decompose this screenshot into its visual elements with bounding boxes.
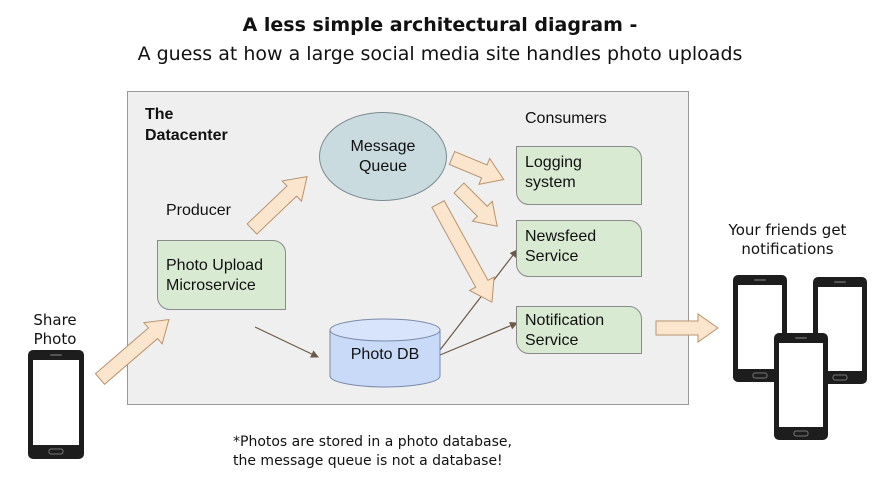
message-queue-line2: Queue (358, 157, 408, 175)
notification-line2: Service (525, 332, 579, 349)
queue-to-notification-arrow (431, 199, 495, 303)
message-queue-line1: Message (350, 137, 416, 155)
notification-to-friends-arrow (655, 313, 719, 343)
footnote-line1: *Photos are stored in a photo database, (233, 434, 512, 450)
logging-line1: Logging (525, 154, 582, 171)
newsfeed-service-node: Newsfeed Service (516, 220, 642, 277)
friend-phone-icon (733, 275, 787, 382)
friends-line2: notifications (741, 240, 834, 258)
queue-to-newsfeed-arrow (453, 182, 498, 227)
photo-upload-microservice-node: Photo Upload Microservice (157, 240, 286, 310)
upload-to-queue-arrow (246, 175, 308, 235)
datacenter-label: The Datacenter (145, 104, 228, 146)
share-to-upload-arrow (94, 318, 170, 386)
db-to-notification-line (439, 321, 518, 356)
photo-upload-line2: Microservice (166, 277, 256, 294)
logging-line2: system (525, 174, 576, 191)
db-to-newsfeed-line (439, 249, 518, 351)
photo-db-cylinder (329, 318, 441, 388)
friend-phone-icon (774, 333, 828, 440)
queue-to-logging-arrow (448, 150, 505, 186)
newsfeed-line1: Newsfeed (525, 228, 597, 245)
share-phone-icon (28, 350, 84, 459)
producer-label: Producer (166, 202, 231, 219)
share-photo-line1: Share (33, 311, 77, 329)
footnote-line2: the message queue is not a database! (233, 453, 503, 469)
footnote: *Photos are stored in a photo database, … (233, 433, 512, 471)
share-photo-label: Share Photo (20, 311, 90, 349)
notification-service-node: Notification Service (516, 306, 642, 354)
share-photo-line2: Photo (33, 330, 77, 348)
upload-to-db-arrow (254, 326, 319, 358)
diagram-subtitle: A guess at how a large social media site… (137, 43, 743, 65)
notification-line1: Notification (525, 312, 605, 329)
photo-upload-line1: Photo Upload (166, 257, 263, 274)
newsfeed-line2: Service (525, 248, 579, 265)
friends-line1: Your friends get (728, 221, 847, 239)
datacenter-label-line1: The (145, 106, 174, 123)
consumers-label: Consumers (525, 110, 607, 127)
friends-label: Your friends get notifications (700, 221, 875, 259)
datacenter-label-line2: Datacenter (145, 127, 228, 144)
message-queue-node: Message Queue (319, 112, 447, 201)
diagram-title: A less simple architectural diagram - (242, 14, 638, 36)
logging-system-node: Logging system (516, 146, 642, 205)
photo-db-label: Photo DB (350, 346, 420, 363)
